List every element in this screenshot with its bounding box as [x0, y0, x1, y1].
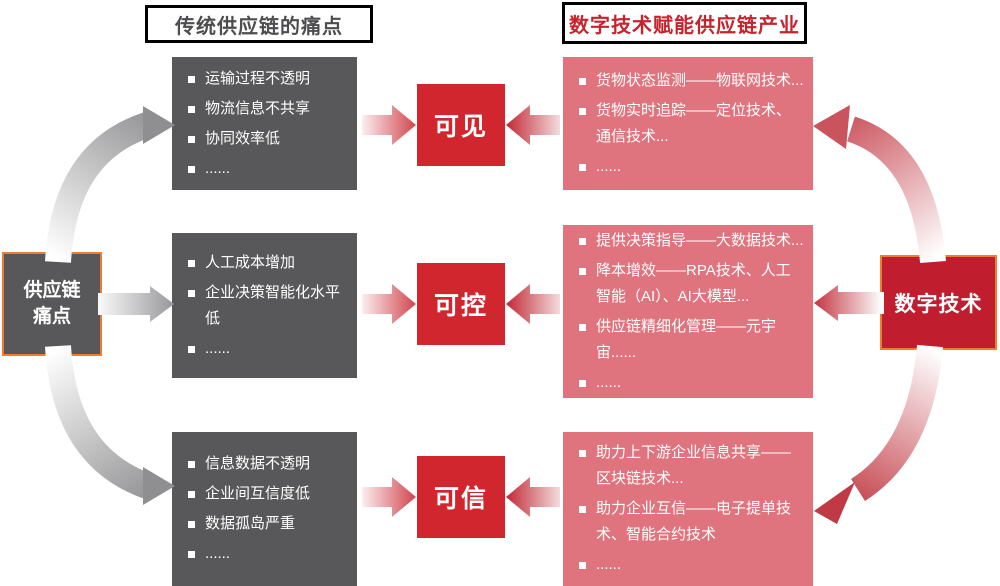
digital-tech-label: 数字技术	[894, 292, 983, 316]
keyword-box-controllable: 可控	[417, 263, 505, 345]
bullet-square-icon	[188, 345, 195, 353]
keyword-box-visible: 可见	[417, 84, 505, 166]
bullet-square-icon	[579, 163, 586, 171]
arrow-tech3-to-keyword	[506, 477, 560, 517]
list-item-text: ......	[596, 157, 622, 175]
list-item-text: 数据孤岛严重	[205, 515, 296, 532]
list-item: 人工成本增加	[186, 250, 349, 276]
list-item-text: 供应链精细化管理——元宇宙......	[596, 317, 777, 361]
list-item: 信息数据不透明	[186, 451, 349, 477]
list-item-text: 运输过程不透明	[205, 69, 311, 87]
bullet-square-icon	[188, 165, 195, 173]
bullet-square-icon	[579, 77, 586, 85]
tech-list-3: 助力上下游企业信息共享——区块链技术... 助力企业互信——电子提单技术、智能合…	[577, 436, 805, 582]
bullet-square-icon	[188, 461, 195, 468]
tech-list-1: 货物状态监测——物联网技术... 货物实时追踪——定位技术、通信技术... ..…	[577, 64, 805, 184]
arrow-tech2-to-keyword	[506, 284, 560, 324]
bullet-square-icon	[188, 289, 195, 297]
list-item-text: 货物状态监测——物联网技术...	[596, 71, 804, 89]
list-item-text: ......	[205, 339, 231, 357]
bullet-square-icon	[579, 323, 586, 331]
bullet-square-icon	[188, 75, 195, 83]
list-item: 货物实时追踪——定位技术、通信技术...	[577, 98, 805, 150]
list-item: 货物状态监测——物联网技术...	[577, 68, 805, 94]
pain-point-label-line2: 痛点	[32, 306, 71, 327]
arrow-tech-to-bottom	[814, 344, 943, 524]
left-column-title: 传统供应链的痛点	[145, 5, 373, 43]
arrow-pain-to-middle	[98, 286, 174, 322]
bullet-square-icon	[188, 551, 195, 558]
list-item-text: ......	[205, 159, 231, 177]
list-item: ......	[577, 370, 805, 396]
arrow-tech-to-middle	[814, 285, 884, 321]
bullet-square-icon	[579, 267, 586, 275]
keyword-box-trustworthy: 可信	[417, 456, 505, 538]
bullet-square-icon	[579, 107, 586, 115]
tech-panel-2: 提供决策指导——大数据技术... 降本增效——RPA技术、人工智能（AI）、AI…	[563, 225, 813, 398]
bullet-square-icon	[188, 491, 195, 498]
list-item-text: 信息数据不透明	[205, 455, 311, 472]
list-item: ......	[577, 154, 805, 180]
arrow-pain2-to-keyword	[362, 284, 416, 324]
arrow-pain-to-top	[45, 106, 175, 263]
bullet-square-icon	[579, 450, 586, 457]
bullet-square-icon	[188, 105, 195, 113]
pain-panel-3: 信息数据不透明 企业间互信度低 数据孤岛严重 ......	[172, 432, 357, 586]
pain-list-1: 运输过程不透明 物流信息不共享 协同效率低 ......	[186, 62, 349, 186]
arrow-tech1-to-keyword	[506, 105, 560, 145]
tech-panel-3: 助力上下游企业信息共享——区块链技术... 助力企业互信——电子提单技术、智能合…	[563, 432, 813, 586]
list-item: 企业间互信度低	[186, 481, 349, 507]
bullet-square-icon	[188, 135, 195, 143]
list-item: 数据孤岛严重	[186, 511, 349, 537]
list-item-text: 降本增效——RPA技术、人工智能（AI）、AI大模型...	[596, 261, 791, 305]
list-item: 供应链精细化管理——元宇宙......	[577, 314, 805, 366]
digital-tech-node: 数字技术	[880, 255, 997, 350]
list-item: ......	[186, 541, 349, 567]
list-item-text: 助力企业互信——电子提单技术、智能合约技术	[596, 500, 792, 543]
list-item: 助力企业互信——电子提单技术、智能合约技术	[577, 496, 805, 548]
list-item-text: ......	[205, 545, 231, 562]
list-item-text: 协同效率低	[205, 129, 281, 147]
list-item-text: 人工成本增加	[205, 253, 296, 271]
list-item: 提供决策指导——大数据技术...	[577, 228, 805, 254]
list-item-text: ......	[596, 373, 622, 391]
pain-list-2: 人工成本增加 企业决策智能化水平低 ......	[186, 246, 349, 366]
arrow-tech-to-top	[813, 105, 946, 264]
arrow-pain-to-bottom	[45, 345, 175, 505]
bullet-square-icon	[579, 237, 586, 245]
pain-point-label-line1: 供应链	[23, 280, 81, 301]
list-item-text: 货物实时追踪——定位技术、通信技术...	[596, 101, 792, 145]
list-item-text: 助力上下游企业信息共享——区块链技术...	[596, 444, 792, 487]
bullet-square-icon	[188, 259, 195, 267]
bullet-square-icon	[188, 521, 195, 528]
arrow-pain1-to-keyword	[362, 105, 416, 145]
pain-point-node: 供应链 痛点	[2, 252, 102, 356]
list-item: ......	[186, 336, 349, 362]
list-item-text: 企业决策智能化水平低	[205, 283, 341, 327]
list-item: 降本增效——RPA技术、人工智能（AI）、AI大模型...	[577, 258, 805, 310]
list-item: ......	[186, 156, 349, 182]
bullet-square-icon	[579, 562, 586, 569]
pain-list-3: 信息数据不透明 企业间互信度低 数据孤岛严重 ......	[186, 447, 349, 571]
list-item: 物流信息不共享	[186, 96, 349, 122]
tech-panel-1: 货物状态监测——物联网技术... 货物实时追踪——定位技术、通信技术... ..…	[563, 57, 813, 190]
list-item: 助力上下游企业信息共享——区块链技术...	[577, 440, 805, 492]
right-column-title: 数字技术赋能供应链产业	[562, 2, 807, 44]
list-item: ......	[577, 552, 805, 578]
list-item-text: 提供决策指导——大数据技术...	[596, 231, 804, 249]
list-item-text: ......	[596, 556, 622, 573]
list-item-text: 企业间互信度低	[205, 485, 311, 502]
tech-list-2: 提供决策指导——大数据技术... 降本增效——RPA技术、人工智能（AI）、AI…	[577, 224, 805, 400]
pain-panel-2: 人工成本增加 企业决策智能化水平低 ......	[172, 233, 357, 378]
bullet-square-icon	[579, 506, 586, 513]
list-item: 运输过程不透明	[186, 66, 349, 92]
arrow-pain3-to-keyword	[362, 477, 416, 517]
pain-panel-1: 运输过程不透明 物流信息不共享 协同效率低 ......	[172, 57, 357, 190]
list-item: 企业决策智能化水平低	[186, 280, 349, 332]
list-item: 协同效率低	[186, 126, 349, 152]
bullet-square-icon	[579, 379, 586, 387]
list-item-text: 物流信息不共享	[205, 99, 311, 117]
